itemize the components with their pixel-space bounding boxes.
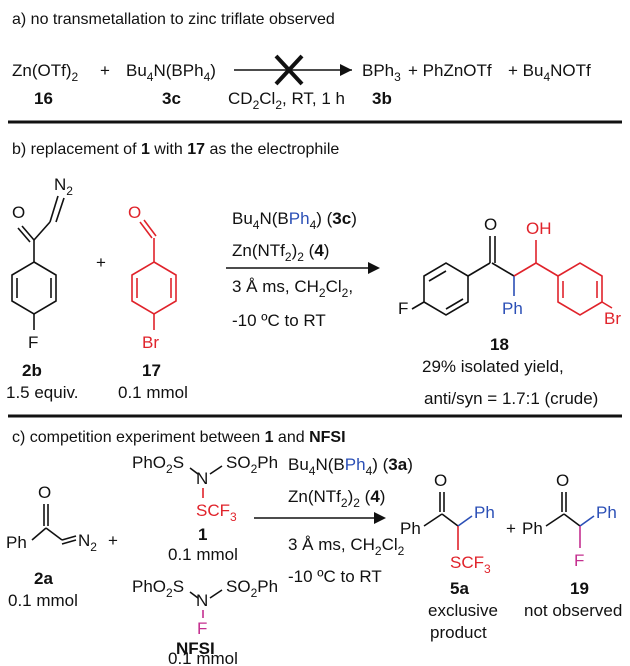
conditions-c-1: 3 Å ms, CH2Cl2 bbox=[288, 535, 405, 558]
svg-text:SO2Ph: SO2Ph bbox=[226, 577, 278, 600]
compound-18-structure: F O Ph OH Br bbox=[398, 215, 621, 328]
conditions-b-1: 3 Å ms, CH2Cl2, bbox=[232, 277, 353, 300]
svg-text:PhO2S: PhO2S bbox=[132, 577, 184, 600]
compound-2a-structure: O Ph N2 bbox=[6, 483, 97, 554]
plus-sign-b: + bbox=[96, 253, 106, 272]
compound-1-label: 1 bbox=[198, 525, 207, 544]
svg-text:F: F bbox=[28, 333, 38, 352]
svg-text:N2: N2 bbox=[78, 531, 97, 554]
section-c-heading: c) competition experiment between 1 and … bbox=[12, 429, 346, 446]
bu4notf-label: + Bu4NOTf bbox=[508, 61, 591, 84]
compound-1-structure: PhO2S N SO2Ph SCF3 bbox=[132, 453, 278, 524]
svg-text:O: O bbox=[484, 215, 497, 234]
bu4n-bph4-label: Bu4N(BPh4) bbox=[126, 61, 216, 84]
svg-text:Ph: Ph bbox=[596, 503, 617, 522]
compound-17-label: 17 bbox=[142, 361, 161, 380]
ratio-label: anti/syn = 1.7:1 (crude) bbox=[424, 389, 598, 408]
svg-text:SO2Ph: SO2Ph bbox=[226, 453, 278, 476]
compound-3b-label: 3b bbox=[372, 89, 392, 108]
svg-text:Br: Br bbox=[604, 309, 621, 328]
svg-text:OH: OH bbox=[526, 219, 552, 238]
svg-text:F: F bbox=[574, 551, 584, 570]
compound-5a-label: 5a bbox=[450, 579, 469, 598]
svg-text:PhO2S: PhO2S bbox=[132, 453, 184, 476]
cross-mark-icon-2 bbox=[274, 54, 304, 86]
yield-label: 29% isolated yield, bbox=[422, 357, 564, 376]
svg-text:SCF3: SCF3 bbox=[450, 553, 491, 576]
svg-text:N: N bbox=[196, 469, 208, 488]
svg-text:O: O bbox=[38, 483, 51, 502]
svg-text:N2: N2 bbox=[54, 175, 73, 198]
conditions-b-2: -10 ºC to RT bbox=[232, 311, 326, 330]
reagent-3c-b: Bu4N(BPh4) (3c) bbox=[232, 209, 357, 232]
svg-text:O: O bbox=[128, 203, 141, 222]
svg-text:Br: Br bbox=[142, 333, 159, 352]
svg-text:O: O bbox=[556, 471, 569, 490]
phznotf-label: + PhZnOTf bbox=[408, 61, 492, 80]
mmol-label-2a: 0.1 mmol bbox=[8, 591, 78, 610]
arrow-head-b bbox=[368, 262, 380, 274]
zn-otf2-label: Zn(OTf)2 bbox=[12, 61, 79, 84]
compound-5a-structure: O Ph Ph SCF3 bbox=[400, 471, 495, 576]
conditions-c-2: -10 ºC to RT bbox=[288, 567, 382, 586]
svg-text:Ph: Ph bbox=[474, 503, 495, 522]
product-label: product bbox=[430, 623, 487, 642]
svg-text:O: O bbox=[434, 471, 447, 490]
bph3-label: BPh3 bbox=[362, 61, 401, 84]
arrow-head-c bbox=[374, 512, 386, 524]
compound-nfsi-label: NFSI bbox=[176, 639, 215, 658]
catalyst-4-b: Zn(NTf2)2 (4) bbox=[232, 241, 329, 264]
plus-sign-c2: + bbox=[506, 519, 516, 538]
arrow-head-a bbox=[340, 64, 352, 76]
section-a-heading: a) no transmetallation to zinc triflate … bbox=[12, 11, 335, 28]
compound-18-label: 18 bbox=[490, 335, 509, 354]
equiv-label: 1.5 equiv. bbox=[6, 383, 78, 402]
compound-2a-label: 2a bbox=[34, 569, 53, 588]
compound-2b-label: 2b bbox=[22, 361, 42, 380]
svg-text:Ph: Ph bbox=[6, 533, 27, 552]
reagent-3a-c: Bu4N(BPh4) (3a) bbox=[288, 455, 413, 478]
compound-16-label: 16 bbox=[34, 89, 53, 108]
compound-nfsi-structure: PhO2S N SO2Ph F bbox=[132, 577, 278, 638]
conditions-a: CD2Cl2, RT, 1 h bbox=[228, 89, 345, 112]
compound-19-label: 19 bbox=[570, 579, 589, 598]
plus-sign: + bbox=[100, 61, 110, 80]
svg-text:F: F bbox=[398, 299, 408, 318]
svg-text:Ph: Ph bbox=[522, 519, 543, 538]
compound-17-structure: O Br bbox=[128, 203, 177, 352]
not-observed-label: not observed bbox=[524, 601, 622, 620]
mmol-label-nfsi: 0.1 mmol bbox=[168, 649, 238, 666]
svg-text:Ph: Ph bbox=[400, 519, 421, 538]
svg-text:O: O bbox=[12, 203, 25, 222]
mmol-label-17: 0.1 mmol bbox=[118, 383, 188, 402]
catalyst-4-c: Zn(NTf2)2 (4) bbox=[288, 487, 385, 510]
exclusive-label: exclusive bbox=[428, 601, 498, 620]
svg-text:F: F bbox=[197, 619, 207, 638]
section-b-heading: b) replacement of 1 with 17 as the elect… bbox=[12, 141, 339, 158]
compound-3c-label: 3c bbox=[162, 89, 181, 108]
compound-19-structure: O Ph Ph F bbox=[522, 471, 617, 570]
plus-sign-c: + bbox=[108, 531, 118, 550]
svg-text:Ph: Ph bbox=[502, 299, 523, 318]
svg-text:N: N bbox=[196, 591, 208, 610]
svg-text:SCF3: SCF3 bbox=[196, 501, 237, 524]
compound-2b-structure: N2 O F bbox=[11, 175, 73, 352]
mmol-label-1: 0.1 mmol bbox=[168, 545, 238, 564]
